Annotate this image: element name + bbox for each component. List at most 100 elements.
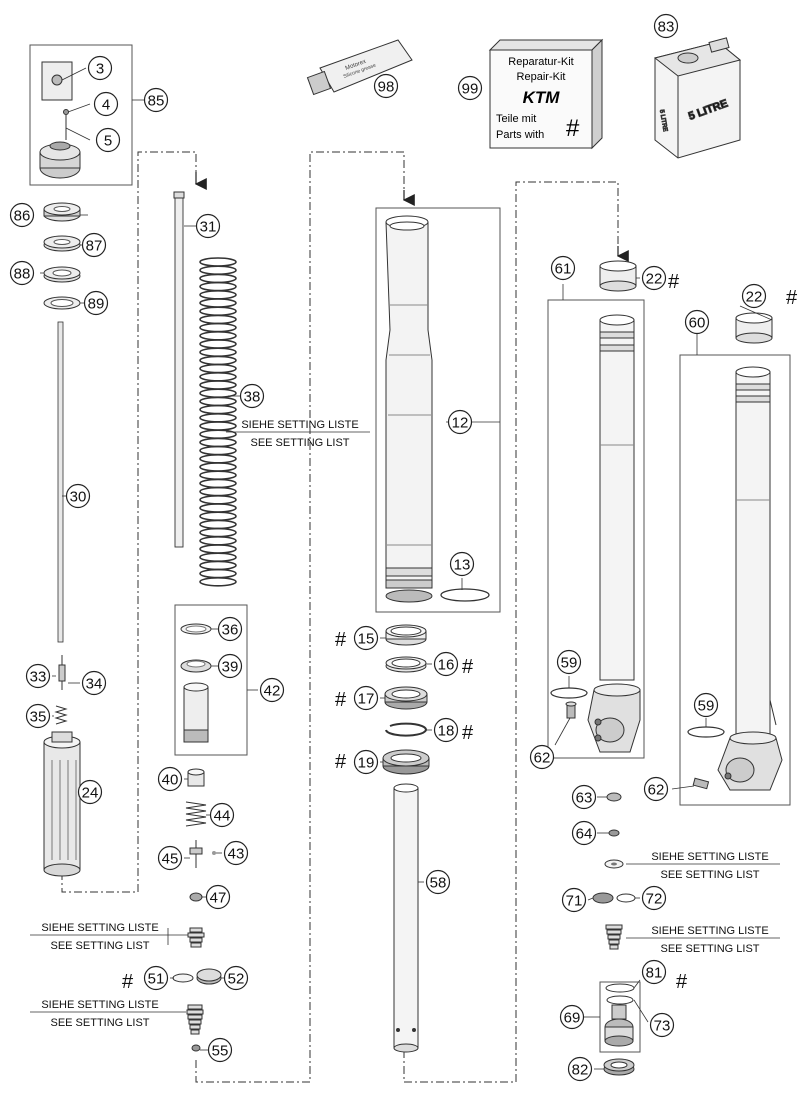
callout-circle xyxy=(571,784,597,810)
spring-coil xyxy=(199,486,237,497)
o-ring-59-left xyxy=(550,687,588,699)
callout-63: 63 xyxy=(571,784,597,810)
callout-number: 59 xyxy=(698,698,715,715)
spring-coil xyxy=(199,421,237,431)
box-85 xyxy=(29,44,133,186)
box-12 xyxy=(375,207,501,613)
callout-number: 43 xyxy=(228,846,245,863)
callout-number: 38 xyxy=(244,389,261,406)
spring-coil xyxy=(199,363,237,374)
hash-18: # xyxy=(462,722,474,744)
spring-coil xyxy=(199,429,237,440)
box-60 xyxy=(679,354,791,806)
hash-15: # xyxy=(335,629,347,651)
callout-86: 86 xyxy=(9,202,35,228)
callout-circle xyxy=(259,677,285,703)
spring-coil xyxy=(199,330,237,341)
bolt-62-right xyxy=(692,777,710,790)
ktm-logo-text: KTM xyxy=(523,88,561,107)
repair-kit-line-1: Reparatur-Kit xyxy=(508,56,573,68)
callout-circle xyxy=(529,744,555,770)
spring-coil xyxy=(199,371,237,382)
callout-number: 13 xyxy=(454,557,471,574)
callout-47: 47 xyxy=(205,884,231,910)
cap-assembly-85 xyxy=(39,61,81,179)
callout-13: 13 xyxy=(449,551,475,577)
callout-43: 43 xyxy=(223,840,249,866)
callout-circle xyxy=(223,965,249,991)
spring-coil xyxy=(199,535,237,546)
hash-17: # xyxy=(335,689,347,711)
damper-rod-30 xyxy=(57,321,64,643)
callout-number: 35 xyxy=(30,709,47,726)
spring-coil xyxy=(199,339,237,349)
callout-34: 34 xyxy=(81,670,107,696)
callout-number: 69 xyxy=(564,1010,581,1027)
hash-16: # xyxy=(462,656,474,678)
callout-number: 72 xyxy=(646,891,663,908)
callout-circle xyxy=(25,663,51,689)
callout-45: 45 xyxy=(157,845,183,871)
callout-98: 98 xyxy=(373,73,399,99)
bolt-62-left xyxy=(565,701,577,719)
callout-circle xyxy=(641,959,667,985)
callout-circle xyxy=(217,653,243,679)
callout-circle xyxy=(567,1056,593,1082)
setting-note-en-4: SEE SETTING LIST xyxy=(660,869,759,881)
callout-82: 82 xyxy=(567,1056,593,1082)
setting-note-en-2: SEE SETTING LIST xyxy=(50,940,149,952)
callout-circle xyxy=(143,965,169,991)
callout-number: 81 xyxy=(646,965,663,982)
callout-3: 3 xyxy=(87,55,113,81)
callout-42: 42 xyxy=(259,677,285,703)
cup-40 xyxy=(187,768,205,787)
callout-circle xyxy=(87,55,113,81)
ring-36 xyxy=(180,623,212,635)
callout-number: 71 xyxy=(566,893,583,910)
callout-circle xyxy=(239,383,265,409)
callout-circle xyxy=(556,649,582,675)
callout-38: 38 xyxy=(239,383,265,409)
callout-circle xyxy=(425,869,451,895)
callout-22a: 22 xyxy=(641,265,667,291)
callout-number: 17 xyxy=(358,691,375,708)
callout-circle xyxy=(9,202,35,228)
spring-coil xyxy=(199,494,237,505)
callout-circle xyxy=(81,232,107,258)
path-line-middle xyxy=(195,151,405,1083)
valve-45 xyxy=(189,840,203,868)
callout-circle xyxy=(83,290,109,316)
callout-circle xyxy=(9,260,35,286)
callout-number: 62 xyxy=(534,750,551,767)
oil-can-side-label: 5 LITRE xyxy=(658,109,668,132)
callout-62a: 62 xyxy=(529,744,555,770)
callout-73: 73 xyxy=(649,1012,675,1038)
fork-leg-60 xyxy=(717,366,783,791)
callout-circle xyxy=(433,651,459,677)
hash-81: # xyxy=(676,971,688,993)
spring-coil xyxy=(199,298,237,308)
spring-coil xyxy=(199,355,237,366)
preload-tube-31 xyxy=(173,191,185,548)
callout-number: 86 xyxy=(14,208,31,225)
washer-64 xyxy=(608,829,620,837)
callout-52: 52 xyxy=(223,965,249,991)
callout-circle xyxy=(195,213,221,239)
o-ring-72 xyxy=(616,893,636,903)
callout-number: 12 xyxy=(452,415,469,432)
setting-note-en-5: SEE SETTING LIST xyxy=(660,943,759,955)
outer-tube-12 xyxy=(385,215,433,603)
callout-number: 89 xyxy=(88,296,105,313)
oil-can-83: 5 LITRE 5 LITRE xyxy=(653,37,742,159)
callout-40: 40 xyxy=(157,766,183,792)
callout-60: 60 xyxy=(684,309,710,335)
path-line-left xyxy=(61,151,197,893)
callout-circle xyxy=(157,845,183,871)
callout-circle xyxy=(447,409,473,435)
callout-number: 99 xyxy=(462,81,479,98)
callout-circle xyxy=(93,91,119,117)
washer-89 xyxy=(43,296,81,310)
callout-81: 81 xyxy=(641,959,667,985)
clip-18 xyxy=(385,722,427,737)
callout-number: 22 xyxy=(646,271,663,288)
